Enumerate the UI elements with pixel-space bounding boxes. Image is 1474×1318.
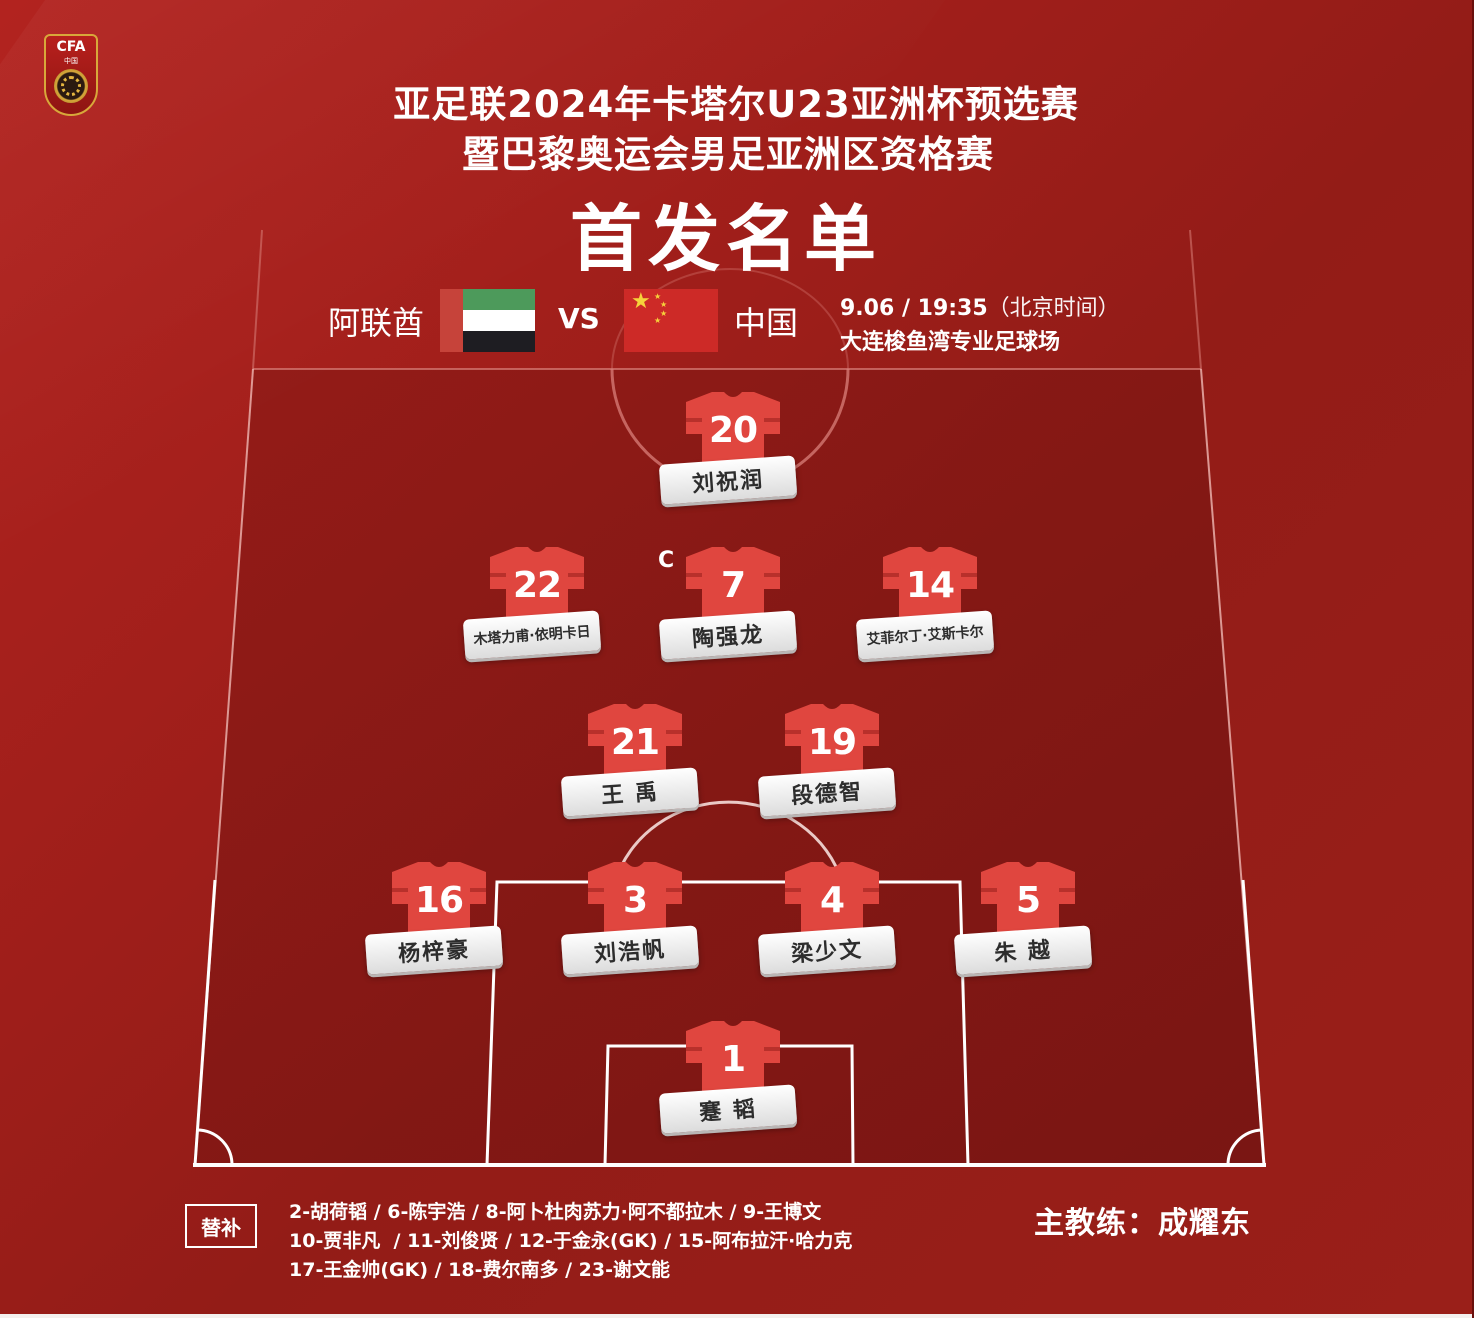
player-name: 蹇 韬 <box>658 1084 798 1134</box>
player-name: 刘浩帆 <box>560 925 700 975</box>
player-card-left-wing: 22 木塔力甫·依明卡日 <box>462 543 612 683</box>
substitutes-line: 2-胡荷韬 / 6-陈宇浩 / 8-阿卜杜肉苏力·阿不都拉木 / 9-王博文 <box>289 1201 822 1223</box>
match-datetime: 9.06 / 19:35（北京时间） <box>840 290 1120 322</box>
player-name: 木塔力甫·依明卡日 <box>462 610 602 660</box>
player-name: 梁少文 <box>757 925 897 975</box>
player-card-center-back-right: 4 梁少文 <box>757 858 907 998</box>
player-card-right-wing: 14 艾菲尔丁·艾斯卡尔 <box>855 543 1005 683</box>
substitutes-label: 替补 <box>185 1204 257 1248</box>
player-name: 陶强龙 <box>658 610 798 660</box>
shirt-number: 22 <box>512 565 562 606</box>
uae-flag-icon <box>440 289 535 352</box>
shirt-number: 20 <box>708 410 758 451</box>
home-team-name: 阿联酋 <box>328 304 425 342</box>
shirt-number: 4 <box>819 880 845 921</box>
player-card-goalkeeper: 1 蹇 韬 <box>658 1017 808 1157</box>
player-card-right-back: 5 朱 越 <box>953 858 1103 998</box>
head-coach: 主教练：成耀东 <box>1034 1206 1251 1241</box>
captain-badge: C <box>658 548 675 573</box>
title-line-1: 亚足联2024年卡塔尔U23亚洲杯预选赛 <box>393 83 1079 126</box>
player-name: 杨梓豪 <box>364 925 504 975</box>
match-venue: 大连梭鱼湾专业足球场 <box>840 330 1061 355</box>
player-card-forward: 20 刘祝润 <box>658 388 808 528</box>
player-name: 艾菲尔丁·艾斯卡尔 <box>855 610 995 660</box>
vs-label: VS <box>558 302 600 335</box>
substitutes-list: 2-胡荷韬 / 6-陈宇浩 / 8-阿卜杜肉苏力·阿不都拉木 / 9-王博文 1… <box>289 1198 852 1285</box>
china-flag-icon: ★ ★ ★ ★ ★ <box>624 289 718 352</box>
crest-abbr: CFA <box>56 39 86 55</box>
substitutes-line: 17-王金帅(GK) / 18-费尔南多 / 23-谢文能 <box>289 1259 671 1281</box>
player-card-attacking-mid: 7 陶强龙 <box>658 543 808 683</box>
player-name: 刘祝润 <box>658 455 798 505</box>
border-right <box>1472 0 1474 1318</box>
shirt-number: 1 <box>720 1039 746 1080</box>
shirt-number: 16 <box>414 880 464 921</box>
player-card-defensive-mid-left: 21 王 禹 <box>560 700 710 840</box>
match-date-time: 9.06 / 19:35 <box>840 296 988 321</box>
substitutes-line: 10-贾非凡 / 11-刘俊贤 / 12-于金永(GK) / 15-阿布拉汗·哈… <box>289 1230 853 1252</box>
player-name: 朱 越 <box>953 925 1093 975</box>
dragon-icon <box>61 76 81 96</box>
shirt-number: 5 <box>1015 880 1041 921</box>
cfa-crest-icon: CFA 中国 <box>44 34 98 116</box>
shirt-number: 3 <box>622 880 648 921</box>
player-name: 段德智 <box>757 767 897 817</box>
away-team-name: 中国 <box>734 304 799 342</box>
match-timezone: （北京时间） <box>987 296 1120 321</box>
player-card-left-back: 16 杨梓豪 <box>364 858 514 998</box>
player-name: 王 禹 <box>560 767 700 817</box>
title-line-2: 暨巴黎奥运会男足亚洲区资格赛 <box>462 133 994 176</box>
crest-sub: 中国 <box>64 57 78 65</box>
shirt-number: 14 <box>905 565 955 606</box>
player-card-defensive-mid-right: 19 段德智 <box>757 700 907 840</box>
shirt-number: 21 <box>610 722 660 763</box>
player-card-center-back-left: 3 刘浩帆 <box>560 858 710 998</box>
page-title: 首发名单 <box>569 197 882 281</box>
shirt-number: 7 <box>720 565 746 606</box>
shirt-number: 19 <box>807 722 857 763</box>
